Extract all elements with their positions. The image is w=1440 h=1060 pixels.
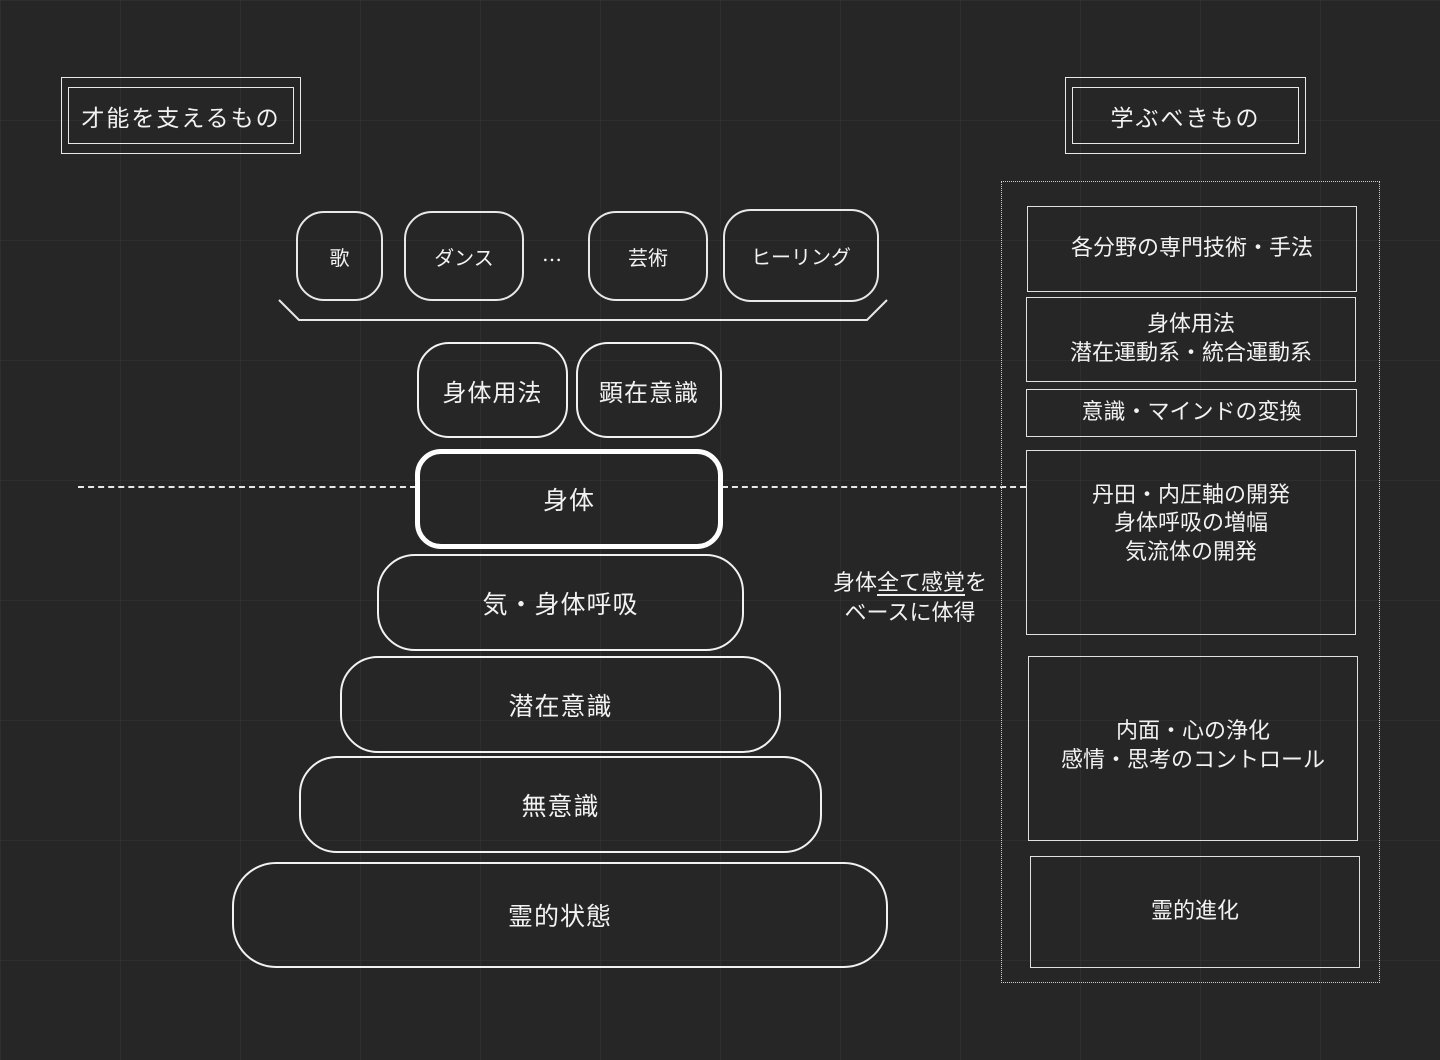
pyramid-level-subconscious: 潜在意識 [340,656,781,753]
center-note-line2: ベースに体得 [844,601,976,626]
talent-song: 歌 [296,211,383,301]
learn-item-tanden-line3: 気流体の開発 [1124,539,1257,565]
learn-item-skills: 各分野の専門技術・手法 [1027,206,1357,292]
talent-art: 芸術 [588,211,708,301]
center-note: 身体全て感覚を ベースに体得 [805,566,1015,632]
center-note-particle: を [965,571,988,597]
learn-item-spiritual: 霊的進化 [1030,856,1360,968]
learn-container [1001,181,1380,983]
right-title: 学ぶべきもの [1072,87,1299,144]
pyramid-level-unconscious: 無意識 [299,756,822,853]
pyramid-body: 身体 [415,449,723,549]
center-note-body: 身体 [832,571,877,597]
learn-item-inner-line2: 感情・思考のコントロール [1060,747,1325,773]
learn-item-inner-line1: 内面・心の浄化 [1115,718,1270,744]
right-title-frame: 学ぶべきもの [1065,77,1306,154]
learn-item-tanden-line2: 身体呼吸の増幅 [1113,511,1268,537]
learn-item-body-usage: 身体用法 潜在運動系・統合運動系 [1026,297,1356,382]
learn-item-tanden: 丹田・内圧軸の開発 身体呼吸の増幅 気流体の開発 [1026,450,1356,635]
center-note-line1: 身体全て感覚を [833,569,987,599]
learn-item-tanden-line1: 丹田・内圧軸の開発 [1091,482,1290,508]
learn-item-spiritual-text: 霊的進化 [1150,898,1239,924]
divider-dashed-left [78,486,416,488]
learn-item-body-usage-line2: 潜在運動系・統合運動系 [1069,340,1312,366]
pyramid-level-spiritual: 霊的状態 [232,862,888,968]
divider-dashed-right [722,486,1026,488]
learn-item-mind: 意識・マインドの変換 [1026,389,1357,437]
left-title-frame: 才能を支えるもの [61,77,301,154]
talent-dance: ダンス [404,211,524,301]
learn-item-mind-text: 意識・マインドの変換 [1081,399,1302,425]
learn-item-body-usage-line1: 身体用法 [1146,311,1235,337]
pyramid-conscious: 顕在意識 [576,342,722,438]
center-note-all-senses: 全て感覚 [876,571,965,597]
pyramid-body-usage: 身体用法 [417,342,568,438]
left-title: 才能を支えるもの [68,87,294,144]
pyramid-level-ki: 気・身体呼吸 [377,554,744,651]
talent-healing: ヒーリング [723,209,879,302]
learn-item-skills-text: 各分野の専門技術・手法 [1070,235,1313,261]
learn-item-inner: 内面・心の浄化 感情・思考のコントロール [1028,656,1358,841]
talents-ellipsis: … [542,242,562,266]
talents-brace [278,299,888,321]
